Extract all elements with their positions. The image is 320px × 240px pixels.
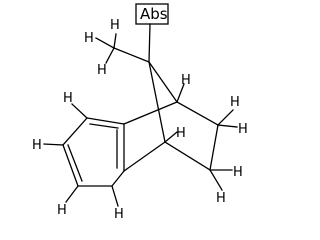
atom-h-ch2-lower-b: H (233, 165, 243, 180)
atom-labels: H H H H H H H H H H H H H (32, 18, 248, 222)
bond-aryl-h-1 (71, 103, 88, 119)
atom-h-ch2-lower-a: H (216, 191, 226, 206)
bonds (43, 23, 238, 207)
bond-bridge-bh-top (148, 61, 178, 103)
atom-h-aryl-1: H (63, 91, 73, 106)
bond-methyl-h-bottom (105, 47, 115, 64)
stereo-label-text: Abs (140, 5, 168, 23)
bond-ch2-ch2 (209, 124, 219, 171)
bond-bridge-bh-bottom (148, 61, 166, 143)
bond-bh-top-h (176, 83, 185, 103)
stereo-label-box (135, 3, 169, 25)
bond-methyl-h-top (113, 33, 117, 49)
atom-h-aryl-3: H (57, 203, 67, 218)
atom-h-aryl-4: H (114, 207, 124, 222)
bond-bh-top-ar (123, 101, 178, 125)
atom-h-methyl-left: H (84, 31, 94, 46)
bond-ring-2 (62, 117, 88, 146)
atom-h-methyl-top: H (110, 18, 120, 33)
atom-h-bridgehead-top: H (181, 73, 191, 88)
bond-aryl-h-3 (65, 185, 79, 203)
atom-h-ch2-upper-b: H (238, 122, 248, 137)
bond-ring-3 (62, 144, 79, 187)
atom-h-methyl-bottom: H (97, 63, 107, 78)
bond-ring-1 (86, 117, 125, 125)
bond-aryl-h-4 (111, 185, 119, 207)
bond-ch2-lower-h-a (209, 169, 223, 191)
bond-bridge-up (148, 23, 151, 63)
atom-h-ch2-upper-a: H (230, 95, 240, 110)
stereo-label: Abs (135, 3, 169, 25)
bond-ch2-upper-h-b (217, 124, 238, 128)
bond-ring-1-inner (89, 123, 119, 129)
atom-h-aryl-2: H (32, 138, 42, 153)
bond-bh-bottom-h (164, 131, 178, 143)
bond-ch2-upper-h-a (217, 109, 234, 126)
bond-ring-5 (111, 170, 125, 187)
bond-ch2-bh-bottom (164, 141, 211, 171)
structure-canvas: Abs (32, 3, 248, 222)
bond-bh-top-ch2 (176, 101, 219, 126)
bond-aryl-h-2 (43, 143, 64, 146)
bond-ring-3-inner (67, 144, 83, 182)
bond-bh-bottom-ar (123, 141, 166, 172)
bond-methyl-h-left (95, 37, 115, 49)
molecule-diagram: Abs (32, 3, 248, 222)
bond-bridge-methyl (113, 47, 150, 63)
atom-h-bridgehead-bottom: H (176, 126, 186, 141)
